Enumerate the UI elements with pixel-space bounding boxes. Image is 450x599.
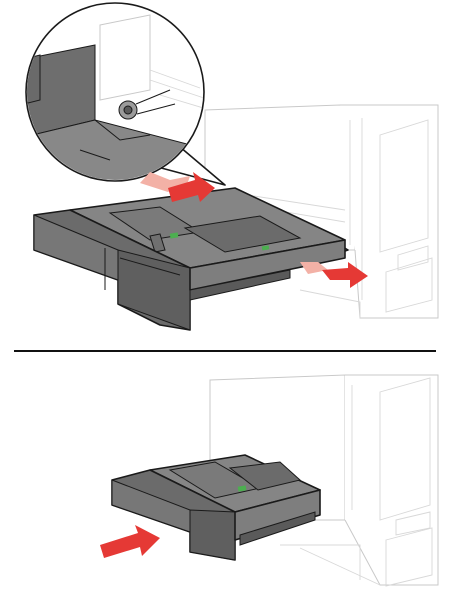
paper-tray-step-2 <box>111 454 321 561</box>
tray-side-wall <box>189 239 346 291</box>
zoom-callout-circle <box>25 2 226 186</box>
push-arrow <box>100 525 160 558</box>
tray-side-wall-2 <box>234 489 321 541</box>
step-1-panel <box>25 2 439 331</box>
rail-latch-icon <box>118 89 176 120</box>
paper-tray-step-1 <box>33 187 349 331</box>
pull-arrow-right <box>300 262 368 288</box>
step-2-panel <box>100 374 439 587</box>
tray-width-guide <box>183 215 302 253</box>
guide-green-tab <box>169 232 179 239</box>
pull-arrow-left <box>140 172 215 202</box>
